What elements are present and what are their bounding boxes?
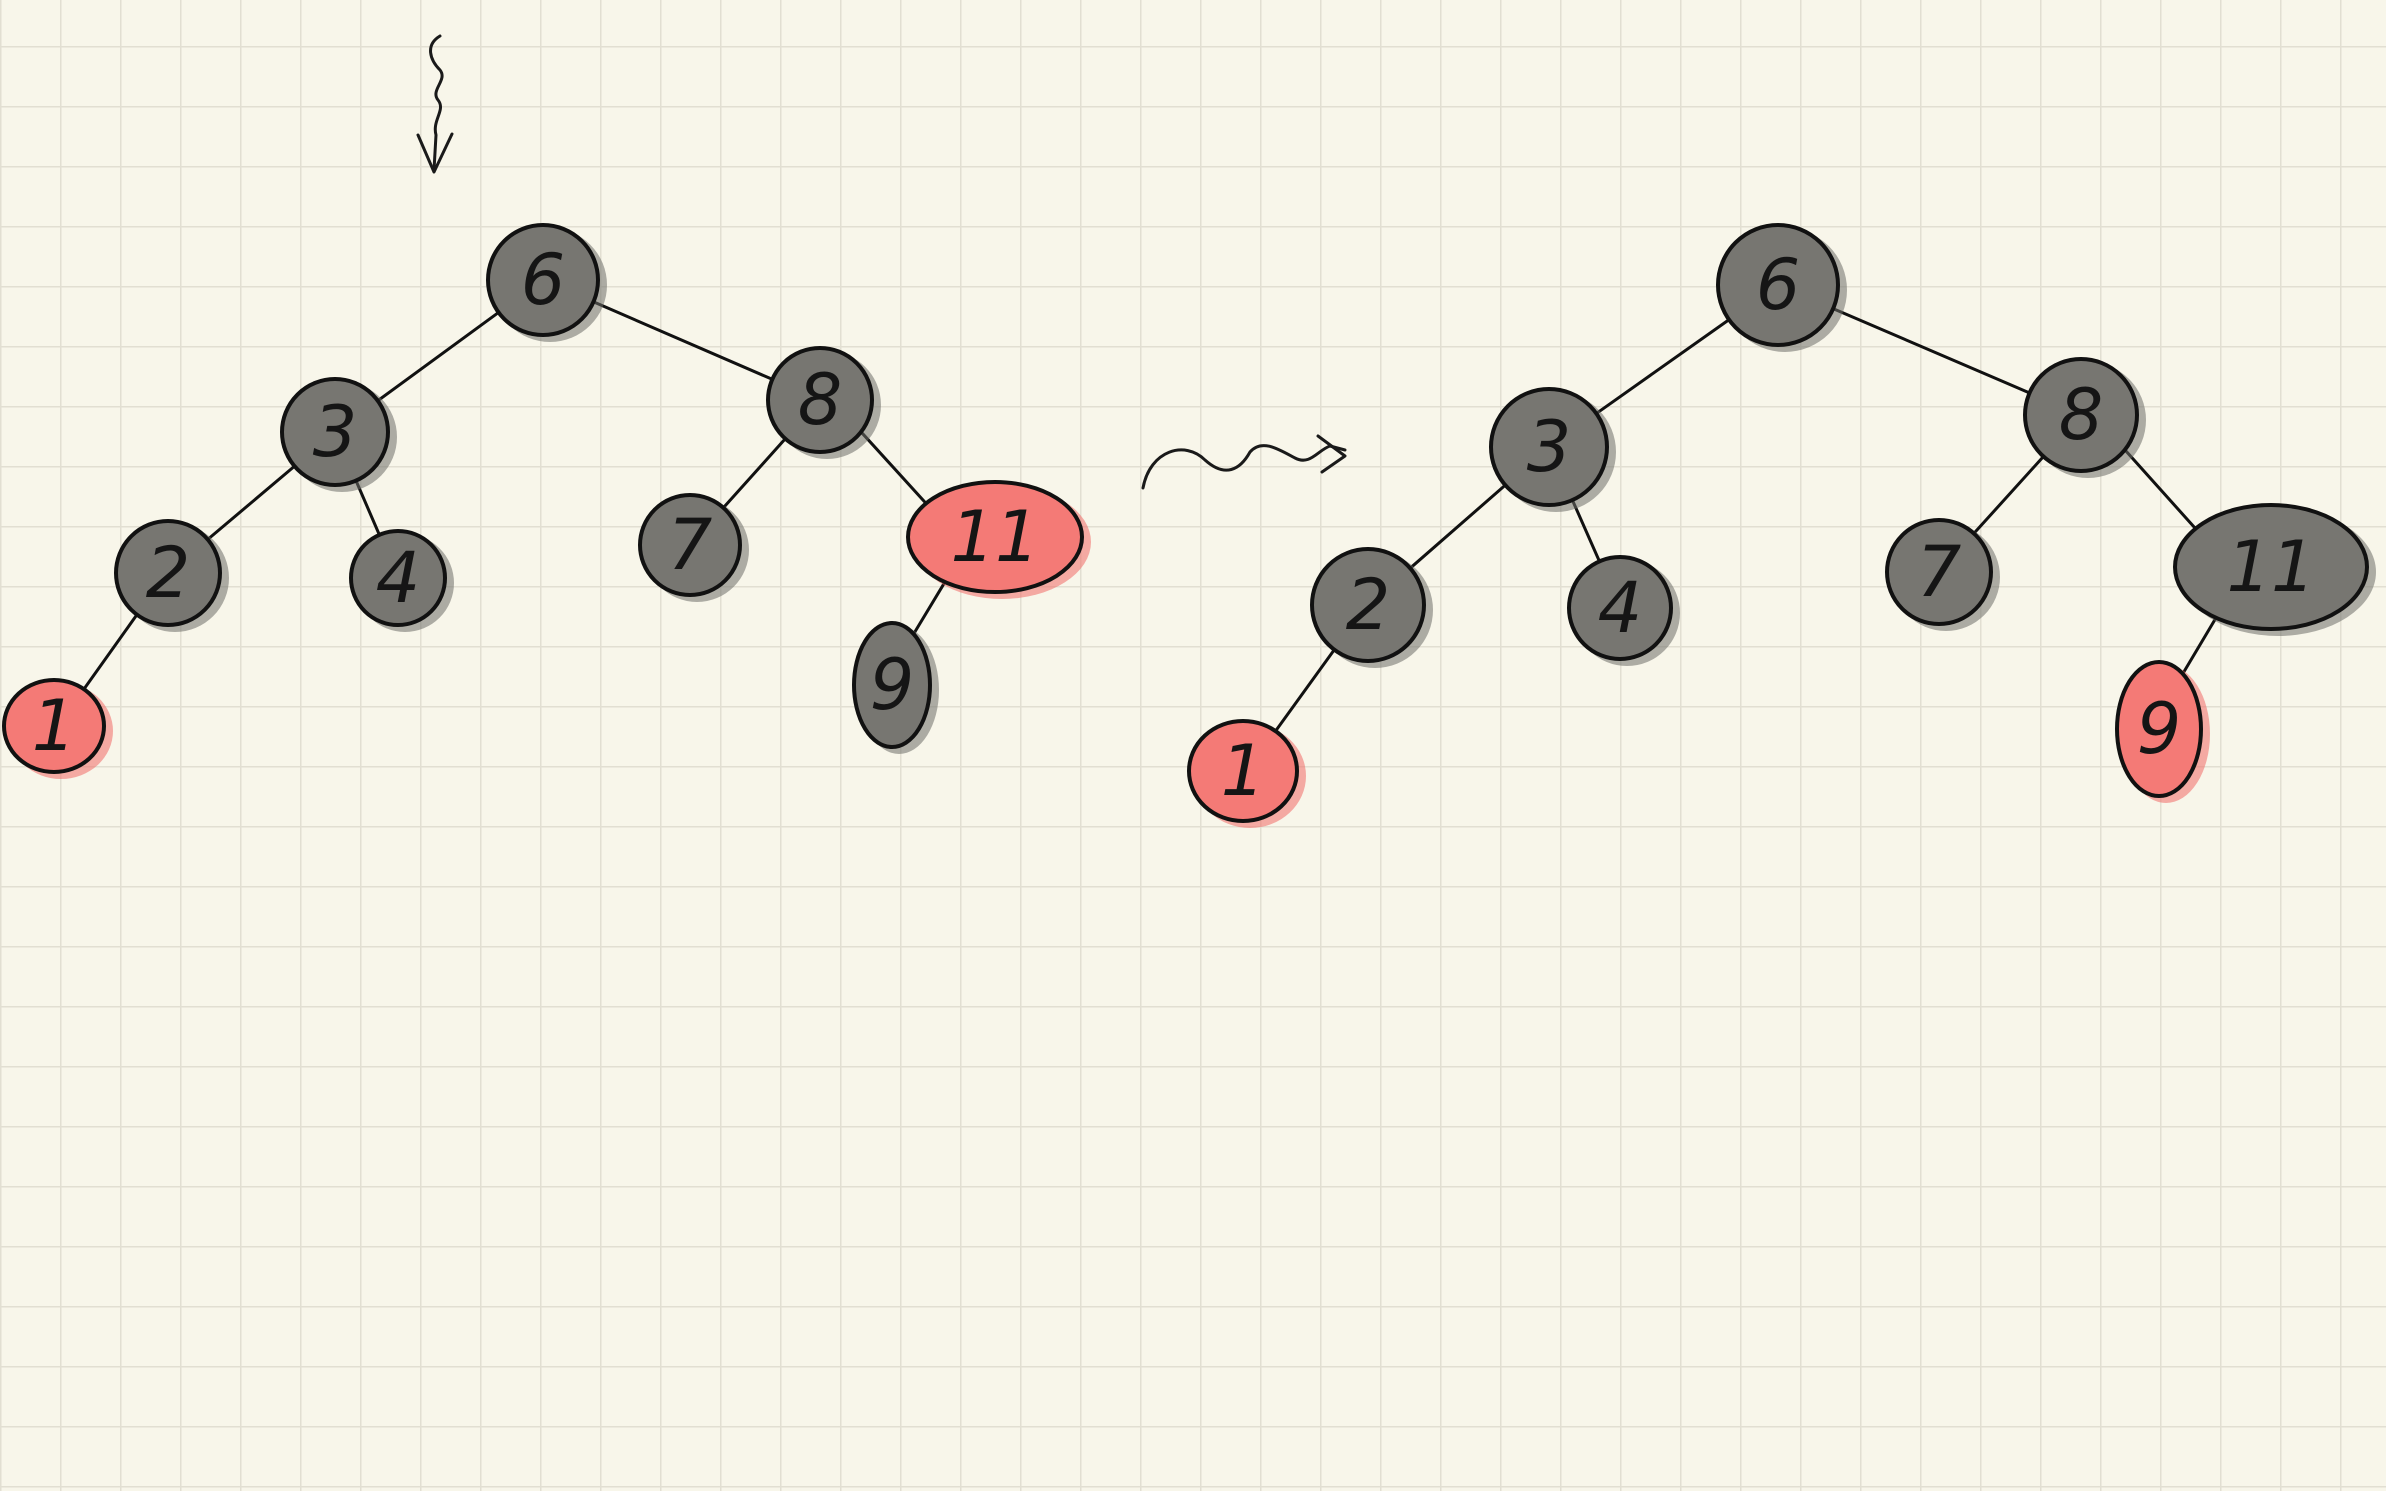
tree-before-node-4-circle	[349, 529, 447, 627]
tree-before-edge-n8-n7	[722, 437, 787, 509]
tree-before-node-8: 8	[766, 346, 881, 459]
nodes-layer: 6 3 8 2 4 7 11 9 1 6 3 8 2 4 7 11 9 1	[2, 223, 2376, 828]
tree-before-edge-n6-n3	[377, 311, 500, 402]
tree-after-node-8-label: 8	[2059, 374, 2104, 456]
tree-before-node-9-circle	[852, 621, 932, 749]
tree-after-node-3-circle	[1489, 387, 1609, 507]
tree-before-node-6: 6	[486, 223, 607, 342]
tree-after-edge-m8-m11	[2124, 449, 2197, 529]
tree-after-edge-m3-m4	[1571, 499, 1601, 562]
tree-after-node-9-label: 9	[2137, 688, 2182, 770]
tree-before-node-3-circle	[280, 377, 390, 487]
tree-before-node-11-label: 11	[950, 496, 1039, 578]
tree-before-node-8-label: 8	[798, 359, 843, 441]
tree-before-edge-n3-n4	[354, 480, 381, 536]
tree-before-node-4-label: 4	[376, 537, 421, 619]
tree-before-edge-n6-n8	[592, 300, 773, 381]
tree-after-node-1-label: 1	[1221, 730, 1266, 812]
tree-before-node-6-circle	[486, 223, 600, 337]
tree-after-edge-m8-m7	[1973, 455, 2045, 535]
tree-after-node-11: 11	[2173, 503, 2376, 636]
tree-before-node-7-circle	[638, 493, 742, 597]
tree-before-node-1: 1	[2, 678, 113, 779]
tree-after-node-11-circle	[2173, 503, 2369, 631]
squiggly-right-arrow-icon	[1141, 434, 1347, 490]
tree-after-node-6-circle	[1716, 223, 1840, 347]
tree-after-node-2-label: 2	[1346, 564, 1391, 646]
tree-after-node-9: 9	[2115, 660, 2210, 803]
tree-before-node-9-label: 9	[870, 644, 915, 726]
tree-before-node-3: 3	[280, 377, 397, 492]
tree-after-node-7: 7	[1885, 518, 2000, 631]
tree-after-node-7-label: 7	[1917, 531, 1962, 613]
tree-after-edge-m2-m1	[1274, 649, 1336, 732]
tree-before-node-11: 11	[906, 480, 1091, 599]
tree-before-node-9: 9	[852, 621, 939, 754]
tree-before-node-3-label: 3	[313, 391, 358, 473]
tree-after-node-2-circle	[1310, 547, 1426, 663]
tree-after-node-3: 3	[1489, 387, 1616, 512]
tree-after-node-8: 8	[2023, 357, 2146, 478]
tree-after-edge-m11-m9	[2181, 617, 2217, 675]
tree-after-edge-m6-m8	[1832, 307, 2031, 394]
tree-before-node-1-circle	[2, 678, 106, 774]
tree-after-node-9-circle	[2115, 660, 2203, 798]
tree-before-node-1-label: 1	[32, 685, 77, 767]
tree-before-node-7: 7	[638, 493, 749, 602]
tree-after-node-7-circle	[1885, 518, 1993, 626]
tree-before-node-2: 2	[114, 519, 229, 632]
tree-after-node-4-circle	[1567, 555, 1673, 661]
tree-before-node-6-label: 6	[521, 239, 566, 321]
tree-after-edge-m3-m2	[1409, 484, 1506, 569]
tree-after-node-1: 1	[1187, 719, 1306, 828]
tree-before-edge-n3-n2	[207, 465, 296, 541]
tree-after-node-11-label: 11	[2226, 526, 2315, 608]
tree-before-node-7-label: 7	[668, 504, 713, 586]
tree-before-node-2-label: 2	[146, 532, 191, 614]
tree-before-node-8-circle	[766, 346, 874, 454]
tree-before-node-11-circle	[906, 480, 1084, 594]
edges-layer	[82, 300, 2217, 732]
tree-before-edge-n11-n9	[912, 581, 946, 635]
tree-after-node-2: 2	[1310, 547, 1433, 668]
tree-before-node-4: 4	[349, 529, 454, 632]
tree-after-node-3-label: 3	[1527, 406, 1572, 488]
tree-after-node-8-circle	[2023, 357, 2139, 473]
tree-before-edge-n2-n1	[82, 614, 138, 690]
tree-after-node-1-circle	[1187, 719, 1299, 823]
tree-before-node-2-circle	[114, 519, 222, 627]
tree-after-edge-m6-m3	[1595, 318, 1730, 415]
tree-after-node-6: 6	[1716, 223, 1847, 352]
tree-after-node-6-label: 6	[1756, 244, 1801, 326]
squiggly-down-arrow-icon	[416, 34, 454, 174]
tree-before-edge-n8-n11	[860, 431, 927, 504]
tree-after-node-4-label: 4	[1598, 567, 1643, 649]
tree-after-node-4: 4	[1567, 555, 1680, 666]
